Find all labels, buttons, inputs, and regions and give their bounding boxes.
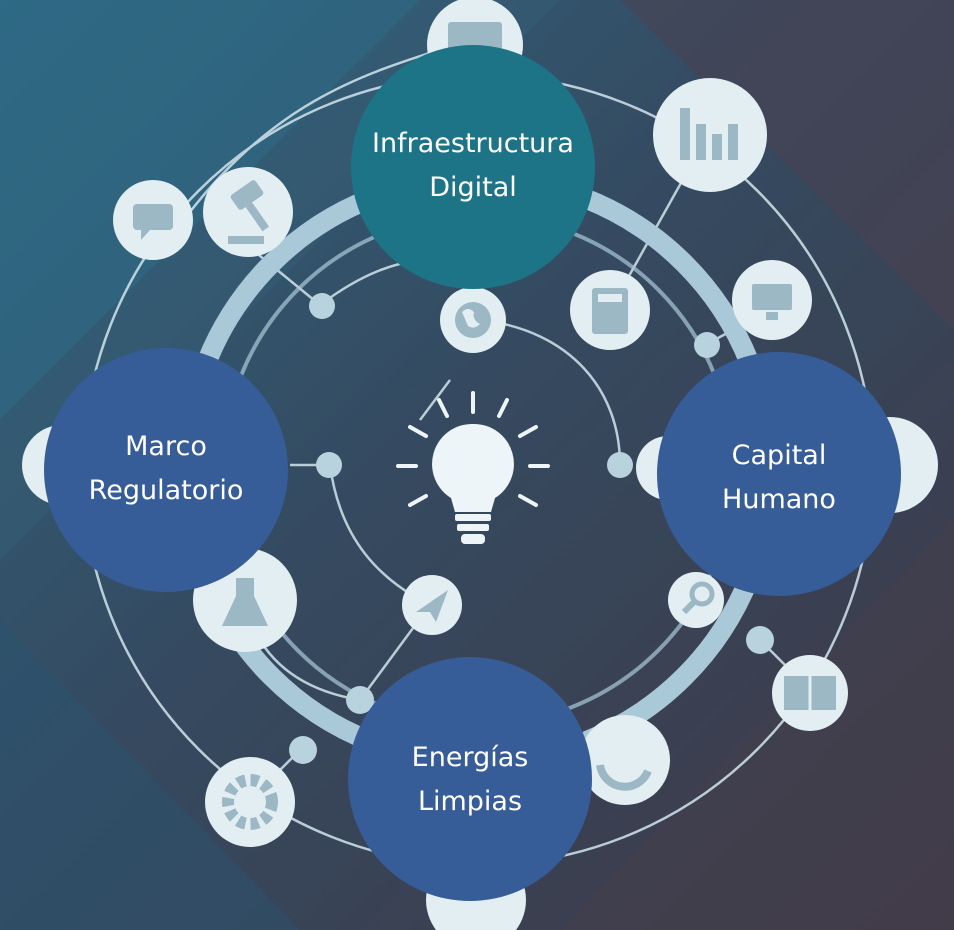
bar-chart-icon bbox=[653, 78, 767, 192]
chat-bubble-icon bbox=[113, 180, 193, 260]
gavel-icon bbox=[203, 167, 293, 257]
refresh-icon bbox=[580, 715, 670, 805]
globe-icon bbox=[440, 287, 506, 353]
calculator-icon bbox=[570, 270, 650, 350]
gear-icon bbox=[205, 757, 295, 847]
node-marco-regulatorio bbox=[44, 348, 288, 592]
connector-dots bbox=[289, 293, 774, 764]
node-infraestructura-digital bbox=[351, 45, 595, 289]
lightbulb-icon bbox=[396, 391, 550, 544]
search-icon bbox=[668, 572, 724, 628]
paper-plane-icon bbox=[402, 575, 462, 635]
node-energias-limpias bbox=[348, 657, 592, 901]
book-icon bbox=[772, 655, 848, 731]
computer-icon bbox=[732, 260, 812, 340]
node-capital-humano bbox=[657, 352, 901, 596]
